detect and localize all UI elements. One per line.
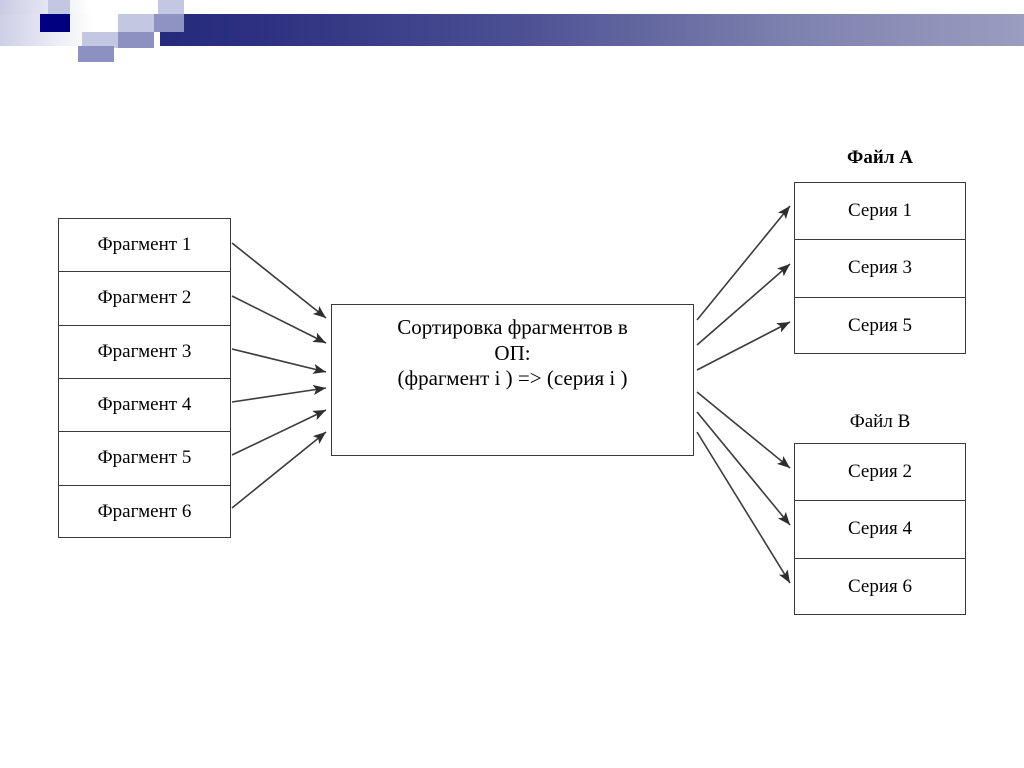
series-row[interactable]: Серия 3 <box>795 240 965 298</box>
arrow-sorter-to-series1 <box>696 205 791 321</box>
arrow-frag4-to-sorter <box>231 384 327 403</box>
fragment-row[interactable]: Фрагмент 5 <box>59 432 230 486</box>
series-label: Серия 1 <box>848 200 912 222</box>
deco-square-6 <box>118 32 154 48</box>
series-label: Серия 4 <box>848 518 912 540</box>
sorter-line-3: (фрагмент i ) => (серия i ) <box>397 366 628 391</box>
deco-square-navy <box>40 14 70 32</box>
series-label: Серия 3 <box>848 257 912 279</box>
series-label: Серия 2 <box>848 461 912 483</box>
arrow-sorter-to-series3 <box>696 263 791 346</box>
series-row[interactable]: Серия 1 <box>795 183 965 241</box>
arrow-frag3-to-sorter <box>231 348 327 374</box>
arrow-sorter-to-series2 <box>696 391 791 469</box>
slide-decoration-band <box>0 0 1024 64</box>
deco-gradient-bar <box>160 14 1024 46</box>
fragment-row[interactable]: Фрагмент 1 <box>59 219 230 273</box>
series-label: Серия 6 <box>848 576 912 598</box>
deco-square-3 <box>118 14 154 32</box>
arrow-sorter-to-series5 <box>696 321 791 371</box>
series-row[interactable]: Серия 6 <box>795 559 965 616</box>
fragment-label: Фрагмент 1 <box>97 234 192 256</box>
fragment-label: Фрагмент 4 <box>97 394 192 416</box>
file-b-label: Файл В <box>849 411 911 432</box>
fragment-stack: Фрагмент 1 Фрагмент 2 Фрагмент 3 Фрагмен… <box>58 218 231 538</box>
fragment-label: Фрагмент 3 <box>97 340 192 362</box>
deco-square-1 <box>48 0 70 14</box>
arrow-frag5-to-sorter <box>231 409 327 456</box>
deco-square-4 <box>154 14 184 32</box>
fragment-label: Фрагмент 6 <box>97 501 192 523</box>
series-row[interactable]: Серия 2 <box>795 444 965 502</box>
file-a-label: Файл А <box>847 147 913 168</box>
arrow-frag1-to-sorter <box>231 242 327 319</box>
fragment-row[interactable]: Фрагмент 6 <box>59 486 230 539</box>
deco-square-7 <box>78 46 114 62</box>
file-b-box: Серия 2 Серия 4 Серия 6 <box>794 443 966 615</box>
fragment-label: Фрагмент 5 <box>97 447 192 469</box>
sorter-line-1: Сортировка фрагментов в <box>397 315 628 339</box>
fragment-row[interactable]: Фрагмент 3 <box>59 326 230 379</box>
series-label: Серия 5 <box>848 315 912 337</box>
sorter-process-box: Сортировка фрагментов в ОП: (фрагмент i … <box>331 304 694 456</box>
deco-square-2 <box>158 0 184 14</box>
arrow-frag2-to-sorter <box>231 295 327 344</box>
series-row[interactable]: Серия 4 <box>795 501 965 559</box>
fragment-row[interactable]: Фрагмент 4 <box>59 379 230 433</box>
fragment-row[interactable]: Фрагмент 2 <box>59 272 230 326</box>
file-a-box: Серия 1 Серия 3 Серия 5 <box>794 182 966 354</box>
sorter-line-2: ОП: <box>494 340 531 365</box>
arrow-frag6-to-sorter <box>231 431 327 509</box>
arrow-sorter-to-series6 <box>696 431 791 584</box>
series-row[interactable]: Серия 5 <box>795 298 965 355</box>
fragment-label: Фрагмент 2 <box>97 287 192 309</box>
deco-square-5 <box>82 32 118 48</box>
arrow-sorter-to-series4 <box>696 411 791 526</box>
